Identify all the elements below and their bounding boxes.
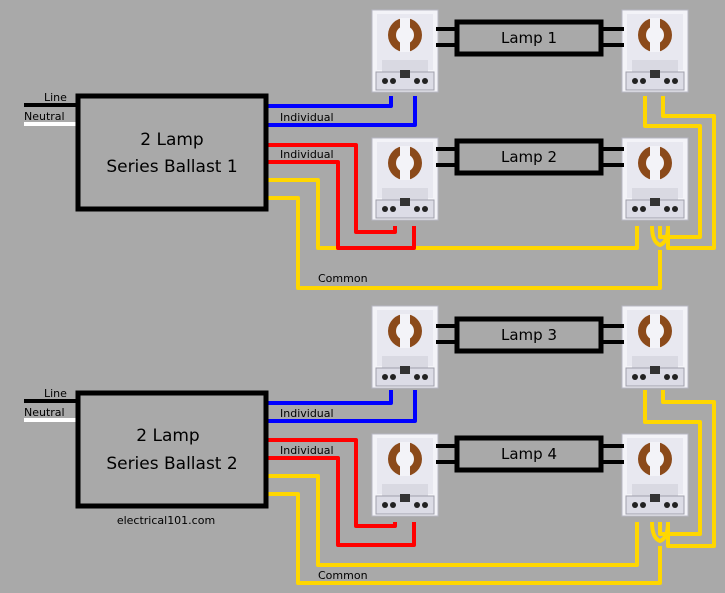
lamp-1: Lamp 1: [371, 9, 689, 93]
neutral-label: Neutral: [24, 406, 65, 419]
individual-label: Individual: [280, 111, 334, 124]
socket: [621, 9, 689, 93]
individual-label: Individual: [280, 444, 334, 457]
lamp-label: Lamp 2: [501, 148, 557, 166]
ballast-1-box: [75, 93, 269, 212]
lamp-tube: [454, 19, 604, 57]
lamp-tube: [454, 316, 604, 354]
socket: [371, 433, 439, 517]
lamp-label: Lamp 4: [501, 445, 557, 463]
socket: [371, 305, 439, 389]
section-ballast-1: Line Neutral 2 Lamp Series Ballast 1 Ind…: [24, 9, 716, 290]
common-wires-2: [266, 390, 716, 585]
individual-label: Individual: [280, 148, 334, 161]
socket: [371, 9, 439, 93]
common-label: Common: [318, 569, 368, 582]
website-label: electrical101.com: [117, 514, 215, 527]
neutral-label: Neutral: [24, 110, 65, 123]
lamp-label: Lamp 1: [501, 29, 557, 47]
lamp-tube: [454, 138, 604, 176]
individual-label: Individual: [280, 407, 334, 420]
socket: [621, 137, 689, 221]
line-label: Line: [44, 91, 67, 104]
lamp-label: Lamp 3: [501, 326, 557, 344]
ballast-2-title-line2: Series Ballast 2: [106, 454, 237, 474]
individual-red-wires-2: [266, 438, 416, 547]
ballast-1-title-line2: Series Ballast 1: [106, 157, 237, 177]
socket: [621, 433, 689, 517]
individual-blue-wires-2: [266, 390, 417, 423]
individual-blue-wires-1: [266, 96, 417, 127]
socket: [371, 137, 439, 221]
ballast-1-title-line1: 2 Lamp: [140, 130, 203, 150]
section-ballast-2: Line Neutral 2 Lamp Series Ballast 2 Ind…: [24, 305, 716, 585]
ballast-2-title-line1: 2 Lamp: [136, 426, 199, 446]
individual-red-wires-1: [266, 143, 416, 250]
line-label: Line: [44, 387, 67, 400]
lamp-3: Lamp 3: [371, 305, 689, 389]
common-wires-1: [266, 96, 716, 290]
lamp-tube: [454, 435, 604, 473]
lamp-4: Lamp 4: [371, 433, 689, 517]
lamp-2: Lamp 2: [371, 137, 689, 221]
socket: [621, 305, 689, 389]
ballast-2-box: [75, 390, 269, 509]
common-label: Common: [318, 272, 368, 285]
